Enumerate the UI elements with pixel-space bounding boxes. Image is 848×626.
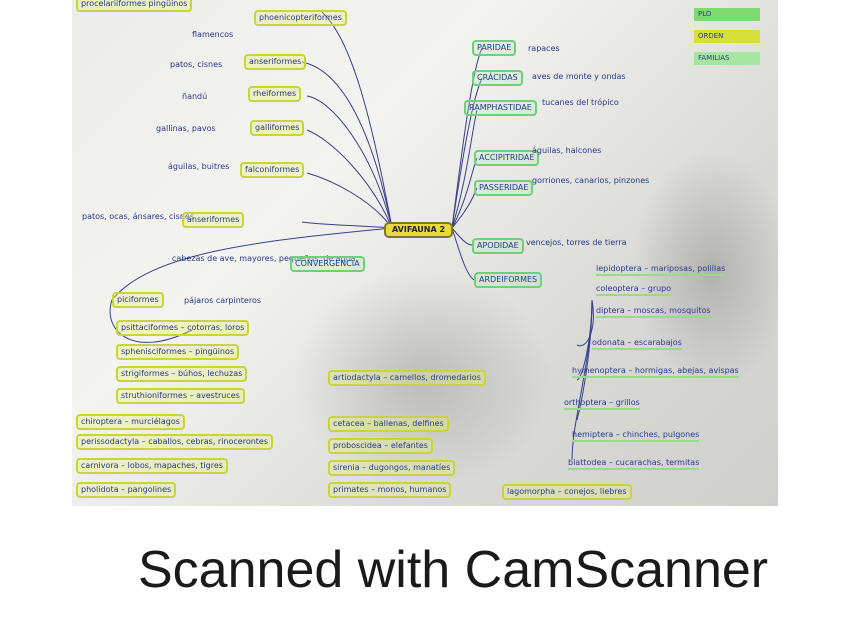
mindmap-center: AVIFAUNA 2 bbox=[384, 222, 454, 238]
left-node-order: falconiformes bbox=[240, 162, 305, 178]
left-node-desc: ñandú bbox=[182, 92, 208, 101]
left-node-desc: patos, ocas, ánsares, cisnes bbox=[82, 212, 194, 221]
family-desc: águilas, halcones bbox=[532, 146, 602, 155]
family-desc: rapaces bbox=[528, 44, 560, 53]
left-node-order: phoenicopteriformes bbox=[254, 10, 347, 26]
family-node: CRÁCIDAS bbox=[472, 70, 523, 86]
convergence-desc: cabezas de ave, mayores, pequeños, de ag… bbox=[172, 254, 356, 263]
family-desc: vencejos, torres de tierra bbox=[526, 238, 627, 247]
left-node-desc: águilas, buitres bbox=[168, 162, 230, 171]
legend-item: FAMILIAS bbox=[694, 52, 760, 65]
list-item: chiroptera – murciélagos bbox=[76, 414, 185, 430]
left-node-desc: flamencos bbox=[192, 30, 234, 39]
list-item: strigiformes – búhos, lechuzas bbox=[116, 366, 248, 382]
list-item: psittaciformes – cotorras, loros bbox=[116, 320, 250, 336]
left-node-desc: patos, cisnes bbox=[170, 60, 223, 69]
scanned-page-photo: PLO ORDEN FAMILIAS procelariiformes ping… bbox=[72, 0, 778, 506]
left-node-order: rheiformes bbox=[248, 86, 302, 102]
family-node: PARIDAE bbox=[472, 40, 517, 56]
list-item: artiodactyla – camellos, dromedarios bbox=[328, 370, 486, 386]
order-item: lepidoptera – mariposas, polillas bbox=[596, 264, 726, 276]
left-node-order: galliformes bbox=[250, 120, 305, 136]
list-item: perissodactyla – caballos, cebras, rinoc… bbox=[76, 434, 274, 450]
top-left-node: procelariiformes pingüinos bbox=[76, 0, 193, 12]
family-node: ARDEIFORMES bbox=[474, 272, 543, 288]
left-mid-desc: pájaros carpinteros bbox=[184, 296, 262, 305]
list-item: sirenia – dugongos, manatíes bbox=[328, 460, 456, 476]
family-desc: gorriones, canarios, pinzones bbox=[532, 176, 650, 185]
left-node-desc: gallinas, pavos bbox=[156, 124, 216, 133]
order-item: hymenoptera – hormigas, abejas, avispas bbox=[572, 366, 739, 378]
hand-shadow-right bbox=[632, 150, 778, 390]
order-item: diptera – moscas, mosquitos bbox=[596, 306, 711, 318]
list-item: lagomorpha – conejos, liebres bbox=[502, 484, 632, 500]
order-item: odonata – escarabajos bbox=[592, 338, 682, 350]
family-node: PASSERIDAE bbox=[474, 180, 534, 196]
list-item: sphenisciformes – pingüinos bbox=[116, 344, 240, 360]
family-node: RAMPHASTIDAE bbox=[464, 100, 537, 116]
legend-item: ORDEN bbox=[694, 30, 760, 43]
legend-item: PLO bbox=[694, 8, 760, 21]
list-item: carnivora – lobos, mapaches, tigres bbox=[76, 458, 228, 474]
list-item: pholidota – pangolines bbox=[76, 482, 177, 498]
family-desc: tucanes del trópico bbox=[542, 98, 619, 107]
convergence-box: CONVERGENCIA bbox=[290, 256, 365, 272]
order-item: orthoptera – grillos bbox=[564, 398, 640, 410]
left-node-order: anseriformes bbox=[182, 212, 245, 228]
family-desc: aves de monte y ondas bbox=[532, 72, 626, 81]
list-item: primates – monos, humanos bbox=[328, 482, 452, 498]
left-mid-order: piciformes bbox=[112, 292, 164, 308]
order-item: coleoptera – grupo bbox=[596, 284, 672, 296]
left-node-order: anseriformes bbox=[244, 54, 307, 70]
family-node: ACCIPITRIDAE bbox=[474, 150, 540, 166]
list-item: proboscidea – elefantes bbox=[328, 438, 433, 454]
order-item: blattodea – cucarachas, termitas bbox=[568, 458, 700, 470]
scanner-watermark-caption: Scanned with CamScanner bbox=[138, 541, 769, 599]
list-item: struthioniformes – avestruces bbox=[116, 388, 245, 404]
family-node: APODIDAE bbox=[472, 238, 524, 254]
order-item: hemiptera – chinches, pulgones bbox=[572, 430, 700, 442]
list-item: cetacea – ballenas, delfines bbox=[328, 416, 449, 432]
mindmap-connector-lines bbox=[109, 11, 594, 461]
